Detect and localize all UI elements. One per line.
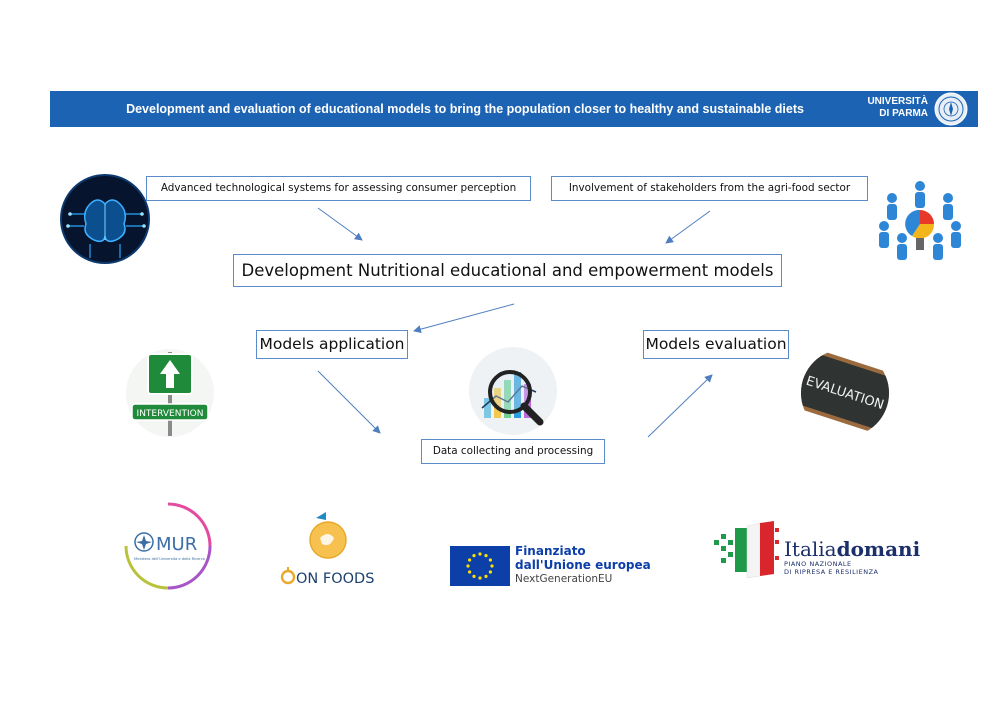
italia-part1: Italia xyxy=(784,537,837,561)
brain-circuit-icon xyxy=(60,174,150,264)
arrow-data-to-evaluation xyxy=(647,374,713,438)
university-name: UNIVERSITÀ DI PARMA xyxy=(856,96,928,120)
arrow-tech-to-main xyxy=(317,207,363,241)
university-line1: UNIVERSITÀ xyxy=(867,96,928,107)
box-models-application: Models application xyxy=(256,330,408,359)
eu-line1: Finanziato xyxy=(515,544,586,558)
italia-domani-flag-icon xyxy=(714,521,779,579)
university-seal-icon xyxy=(934,92,968,126)
header-banner: Development and evaluation of educationa… xyxy=(50,91,978,127)
eu-funding-text: Finanziato dall'Unione europea NextGener… xyxy=(515,544,655,586)
intervention-sign: INTERVENTION xyxy=(126,349,214,437)
arrow-application-to-data xyxy=(317,370,381,434)
box-main-models: Development Nutritional educational and … xyxy=(233,254,782,287)
box-data-collecting: Data collecting and processing xyxy=(421,439,605,464)
box-technological-systems: Advanced technological systems for asses… xyxy=(146,176,531,201)
university-line2: DI PARMA xyxy=(879,108,928,119)
arrow-stakeholders-to-main xyxy=(665,210,711,244)
italia-sub1: PIANO NAZIONALE xyxy=(784,560,852,568)
box-models-evaluation: Models evaluation xyxy=(643,330,789,359)
box-stakeholders: Involvement of stakeholders from the agr… xyxy=(551,176,868,201)
eu-line3: NextGenerationEU xyxy=(515,573,613,585)
eu-line2: dall'Unione europea xyxy=(515,558,651,572)
intervention-text: INTERVENTION xyxy=(137,409,204,419)
people-pie-chart-icon xyxy=(874,176,966,264)
italia-domani-text: Italiadomani PIANO NAZIONALE DI RIPRESA … xyxy=(784,538,924,576)
eu-flag-icon xyxy=(450,546,510,586)
mur-subtext: Ministero dell'Università e della Ricerc… xyxy=(134,557,205,561)
magnifier-charts-icon xyxy=(469,347,557,435)
onfoods-logo: ON FOODS xyxy=(280,512,374,587)
italia-sub2: DI RIPRESA E RESILIENZA xyxy=(784,568,879,576)
onfoods-text: ON FOODS xyxy=(296,571,374,587)
banner-title: Development and evaluation of educationa… xyxy=(126,102,804,116)
arrow-main-to-application xyxy=(413,303,515,334)
evaluation-board: EVALUATION xyxy=(801,349,889,437)
mur-text: MUR xyxy=(156,534,197,555)
italia-part2: domani xyxy=(836,537,921,561)
mur-logo: MUR Ministero dell'Università e della Ri… xyxy=(124,502,212,590)
